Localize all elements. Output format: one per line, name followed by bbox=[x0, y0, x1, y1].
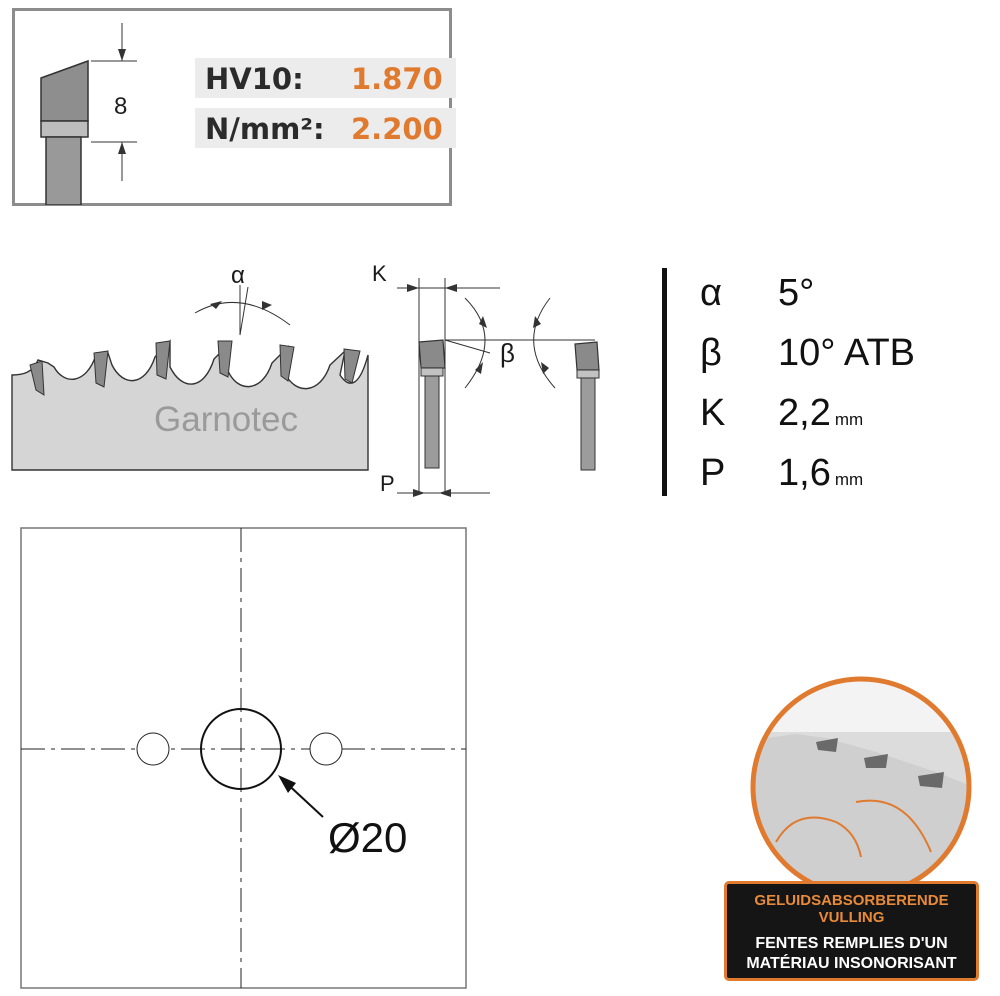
saw-tooth bbox=[279, 344, 295, 382]
carbide-tip bbox=[40, 59, 89, 122]
arrow-icon bbox=[541, 362, 549, 374]
tooth-geometry-figure bbox=[397, 278, 600, 497]
beta-arc-right bbox=[533, 297, 556, 389]
tooth-height-label: 8 bbox=[114, 93, 128, 120]
saw-tooth bbox=[93, 350, 109, 388]
tooth-profile-figure bbox=[40, 23, 137, 205]
hardness-label: HV10: bbox=[205, 62, 304, 96]
saw-tooth bbox=[816, 738, 838, 752]
param-row-alpha: α 5° bbox=[700, 272, 990, 322]
tooth-tip-right bbox=[574, 341, 600, 371]
saw-tooth bbox=[217, 340, 233, 378]
hardness-row-nmm2: N/mm²: 2.200 bbox=[195, 108, 456, 148]
noise-slot bbox=[775, 816, 862, 858]
bore-diameter-label: Ø20 bbox=[328, 814, 408, 861]
param-divider bbox=[662, 268, 667, 496]
noise-slot-magnifier bbox=[750, 676, 972, 892]
badge-text-nl: GELUIDSABSORBERENDE VULLING bbox=[754, 892, 949, 926]
tooth-tip-left bbox=[418, 339, 446, 369]
arrow-icon bbox=[439, 489, 451, 497]
hardness-label: N/mm²: bbox=[205, 112, 325, 146]
arrow-up-icon bbox=[118, 142, 126, 154]
hardness-value: 1.870 bbox=[351, 62, 443, 96]
arrow-icon bbox=[533, 316, 541, 328]
param-symbol: β bbox=[700, 332, 722, 374]
saw-tooth bbox=[864, 754, 888, 768]
saw-blade-figure bbox=[11, 285, 369, 471]
magnifier-ring bbox=[750, 676, 972, 892]
param-unit: mm bbox=[834, 470, 864, 489]
saw-tooth bbox=[918, 772, 944, 788]
arrow-icon bbox=[413, 489, 425, 497]
param-symbol: α bbox=[700, 272, 722, 314]
pin-hole-right bbox=[309, 732, 343, 766]
arrow-icon bbox=[479, 316, 487, 328]
blade-body bbox=[45, 136, 82, 205]
arrow-icon bbox=[407, 284, 419, 292]
param-symbol: K bbox=[700, 392, 726, 434]
arrow-icon bbox=[210, 301, 222, 309]
brand-logo-text: Garnotec bbox=[154, 400, 298, 439]
saw-tooth bbox=[155, 340, 171, 380]
param-value: 5° bbox=[778, 272, 815, 314]
saw-tooth bbox=[29, 360, 45, 396]
bore-frame bbox=[20, 527, 467, 989]
param-unit: mm bbox=[834, 410, 864, 429]
arrow-icon bbox=[445, 284, 457, 292]
badge-text-fr: FENTES REMPLIES D'UN MATÉRIAU INSONORISA… bbox=[746, 935, 957, 972]
braze-joint bbox=[40, 120, 89, 138]
param-value: 10° ATB bbox=[778, 332, 916, 374]
bore-diagram bbox=[20, 527, 467, 989]
noise-reduction-badge: GELUIDSABSORBERENDE VULLING FENTES REMPL… bbox=[724, 881, 979, 981]
arrow-icon bbox=[278, 775, 296, 793]
pin-hole-left bbox=[136, 732, 170, 766]
p-label: P bbox=[380, 471, 395, 496]
arrow-down-icon bbox=[118, 49, 126, 61]
alpha-label: α bbox=[231, 262, 245, 289]
k-label: K bbox=[372, 261, 387, 286]
arrow-icon bbox=[262, 301, 272, 310]
beta-arc-left bbox=[464, 297, 486, 389]
saw-tooth bbox=[343, 348, 361, 384]
param-row-beta: β 10° ATB bbox=[700, 332, 990, 382]
bore-hole bbox=[200, 708, 282, 790]
param-symbol: P bbox=[700, 452, 726, 494]
noise-slot bbox=[855, 799, 932, 853]
alpha-arc bbox=[194, 302, 291, 326]
beta-label: β bbox=[500, 338, 515, 368]
hardness-value: 2.200 bbox=[351, 112, 443, 146]
hardness-panel: 8 HV10: 1.870 N/mm²: 2.200 bbox=[12, 8, 456, 206]
arrow-icon bbox=[475, 362, 483, 374]
hardness-row-hv10: HV10: 1.870 bbox=[195, 58, 456, 98]
